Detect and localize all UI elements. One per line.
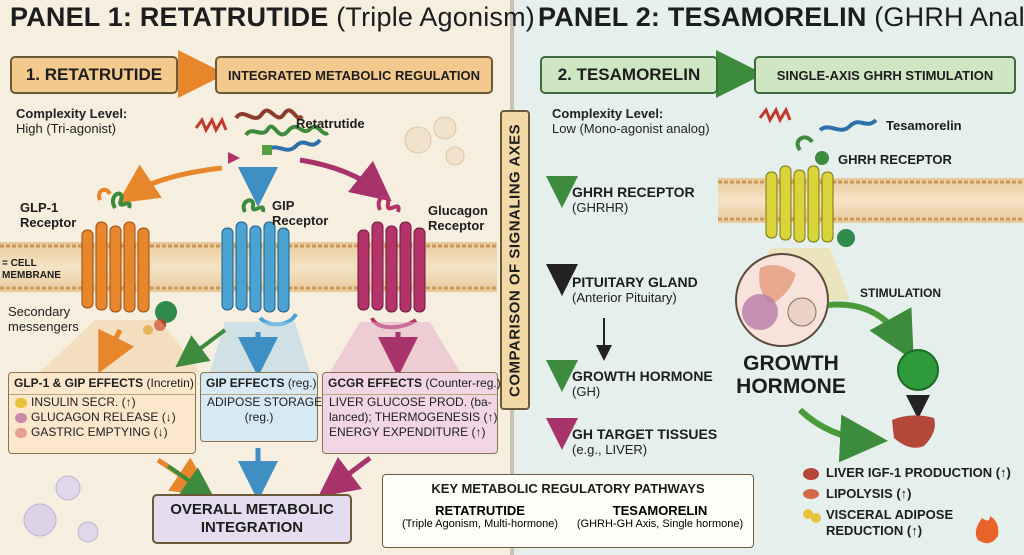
tesamorelin-molecule <box>758 106 878 165</box>
glp1-receptor-shape <box>81 187 177 335</box>
insulin-icon <box>15 397 27 408</box>
liver-shape <box>892 415 935 448</box>
step-growth-hormone: GROWTH HORMONE(GH) <box>572 368 713 399</box>
outcome-lipolysis: LIPOLYSIS (↑) <box>826 486 912 501</box>
retatrutide-ligand-label: Retatrutide <box>296 116 365 131</box>
fire-icon <box>975 516 999 544</box>
step-pituitary-gland: PITUITARY GLAND(Anterior Pituitary) <box>572 274 698 305</box>
legend-title: KEY METABOLIC REGULATORY PATHWAYS <box>431 481 705 496</box>
tesamorelin-ligand-label: Tesamorelin <box>886 118 962 133</box>
gh-sphere <box>897 349 939 391</box>
glp-gip-effects-box: GLP-1 & GIP EFFECTS (Incretin) INSULIN S… <box>8 372 196 454</box>
outcome-igf1: LIVER IGF-1 PRODUCTION (↑) <box>826 465 1011 480</box>
gcgr-effects-box: GCGR EFFECTS (Counter-reg.) LIVER GLUCOS… <box>322 372 501 454</box>
glucagon-receptor-shape <box>357 194 426 330</box>
legend-tesamorelin: TESAMORELIN (GHRH-GH Axis, Single hormon… <box>576 503 744 530</box>
tesamorelin-box: 2. TESAMORELIN <box>540 56 718 94</box>
step-ghrh-receptor: GHRH RECEPTOR(GHRHR) <box>572 184 695 215</box>
glp1-receptor-label: GLP-1 Receptor <box>20 200 77 230</box>
cell-membrane-2 <box>718 178 1024 223</box>
stimulation-label: STIMULATION <box>860 286 942 300</box>
secondary-messengers-label: Secondary messengers <box>8 304 79 334</box>
integrated-regulation-box: INTEGRATED METABOLIC REGULATION <box>215 56 493 94</box>
cell-membrane-label: = CELL MEMBRANE <box>2 258 61 281</box>
key-pathways-legend: KEY METABOLIC REGULATORY PATHWAYS RETATR… <box>382 474 754 548</box>
ghrh-receptor-label: GHRH RECEPTOR <box>838 152 952 167</box>
stomach-icon <box>15 427 27 438</box>
panel-2-title: PANEL 2: TESAMORELIN (GHRH Analog) <box>538 2 1024 32</box>
step-gh-target-tissues: GH TARGET TISSUES(e.g., LIVER) <box>572 426 718 457</box>
decorative-cells <box>23 116 465 543</box>
legend-retatrutide: RETATRUTIDE (Triple Agonism, Multi-hormo… <box>401 503 559 530</box>
retatrutide-molecule <box>194 108 330 164</box>
glucagon-receptor-label: Glucagon Receptor <box>428 203 488 233</box>
retatrutide-box: 1. RETATRUTIDE <box>10 56 178 94</box>
pancreas-icon <box>15 412 27 423</box>
pituitary-illustration <box>735 253 829 347</box>
single-axis-box: SINGLE-AXIS GHRH STIMULATION <box>754 56 1016 94</box>
panel-1-title: PANEL 1: RETATRUTIDE (Triple Agonism) <box>10 2 535 32</box>
comparison-axes-banner <box>500 110 530 410</box>
comparison-axes-label: COMPARISON OF SIGNALING AXES <box>506 123 524 397</box>
complexity-level-2: Complexity Level:Low (Mono-agonist analo… <box>552 106 710 136</box>
complexity-level-1: Complexity Level:High (Tri-agonist) <box>16 106 128 136</box>
gip-receptor-label: GIP Receptor <box>272 198 329 228</box>
gip-effects-box: GIP EFFECTS (reg.) ADIPOSE STORAGE (reg.… <box>200 372 322 442</box>
gip-receptor-shape <box>221 198 298 327</box>
